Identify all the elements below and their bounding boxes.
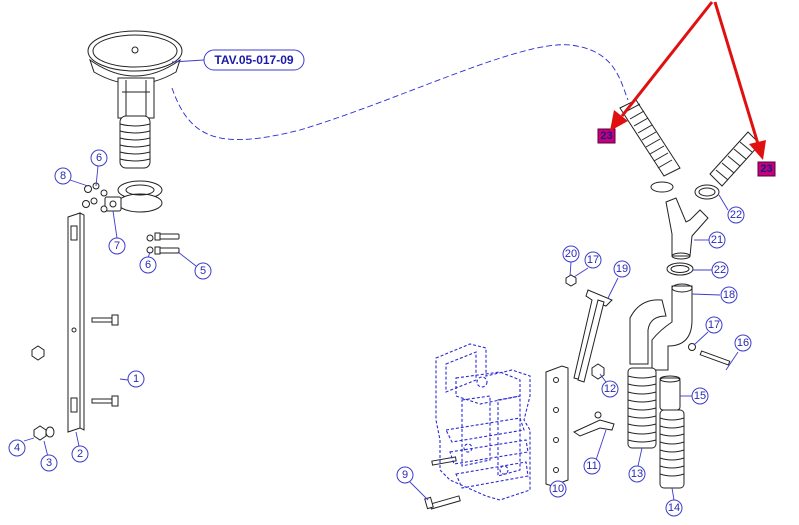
washer-17	[688, 343, 696, 351]
callout-22-lower[interactable]: 22	[711, 261, 729, 279]
drawing-reference-label[interactable]: TAV.05-017-09	[203, 49, 305, 71]
reference-link-line	[171, 44, 629, 140]
arrow-head-left-icon	[610, 110, 628, 131]
clamp-part	[104, 180, 163, 213]
callout-12[interactable]: 12	[601, 380, 619, 398]
callout-2[interactable]: 2	[71, 445, 89, 463]
svg-text:16: 16	[737, 337, 749, 349]
callout-13[interactable]: 13	[628, 465, 646, 483]
callout-17-left[interactable]: 17	[584, 251, 602, 269]
hose-13	[627, 367, 657, 449]
svg-text:7: 7	[114, 240, 120, 252]
leader-lines	[23, 59, 739, 501]
callout-16[interactable]: 16	[734, 334, 752, 352]
bolt-16	[699, 350, 731, 366]
sleeve-15	[659, 377, 681, 411]
lever-part	[572, 411, 615, 437]
svg-text:5: 5	[200, 265, 206, 277]
callout-5[interactable]: 5	[194, 262, 212, 280]
callout-15[interactable]: 15	[691, 387, 709, 405]
svg-text:23: 23	[760, 163, 772, 175]
hood-flex-hose	[119, 115, 151, 169]
highlighted-callout-23-right[interactable]: 23	[757, 161, 776, 177]
svg-text:11: 11	[586, 460, 597, 472]
callout-14[interactable]: 14	[665, 499, 683, 517]
bar-nuts	[31, 345, 55, 441]
arrow-head-right-icon	[749, 140, 766, 160]
svg-text:22: 22	[730, 209, 742, 221]
callout-18[interactable]: 18	[720, 286, 738, 304]
hose-23-right	[709, 131, 761, 187]
svg-text:9: 9	[402, 469, 408, 481]
callout-6-lower[interactable]: 6	[139, 256, 157, 274]
bracket-19	[573, 289, 613, 383]
mounting-bar	[67, 212, 85, 433]
svg-text:17: 17	[587, 254, 599, 266]
svg-text:18: 18	[723, 289, 735, 301]
elbow-connector	[629, 283, 693, 371]
clamp-22-upper	[694, 184, 720, 200]
callout-19[interactable]: 19	[613, 260, 631, 278]
callout-1[interactable]: 1	[127, 370, 145, 388]
drawing-reference-text: TAV.05-017-09	[214, 53, 293, 67]
callout-6-upper[interactable]: 6	[90, 149, 108, 167]
svg-text:23: 23	[600, 130, 612, 142]
bolts-part	[154, 232, 180, 255]
svg-text:4: 4	[14, 442, 20, 454]
frame-assembly	[435, 343, 531, 501]
hose-23-left	[619, 99, 681, 177]
clamp-22-lower	[666, 262, 694, 276]
svg-text:10: 10	[552, 483, 564, 495]
callout-22-upper[interactable]: 22	[727, 206, 745, 224]
highlighted-callout-23-left[interactable]: 23	[597, 128, 616, 144]
svg-text:17: 17	[708, 319, 720, 331]
svg-text:21: 21	[711, 234, 723, 246]
svg-text:15: 15	[694, 390, 706, 402]
hood-assembly	[87, 30, 183, 169]
svg-text:14: 14	[668, 502, 680, 514]
svg-text:20: 20	[565, 248, 577, 260]
sleeve-part	[650, 181, 674, 193]
callout-9[interactable]: 9	[396, 466, 414, 484]
svg-text:1: 1	[133, 373, 139, 385]
mounting-plate	[545, 365, 569, 487]
bolt-9	[424, 456, 461, 510]
svg-text:13: 13	[631, 468, 643, 480]
bar-bolts	[91, 314, 119, 407]
callout-10[interactable]: 10	[549, 480, 567, 498]
nut-20	[565, 274, 577, 287]
callout-7[interactable]: 7	[108, 237, 126, 255]
svg-text:6: 6	[96, 152, 102, 164]
callout-20[interactable]: 20	[562, 245, 580, 263]
svg-text:8: 8	[60, 170, 66, 182]
callout-17-right[interactable]: 17	[705, 316, 723, 334]
svg-text:2: 2	[77, 448, 83, 460]
red-pointer-arrows	[610, 1, 766, 160]
svg-text:3: 3	[46, 457, 52, 469]
callout-4[interactable]: 4	[8, 439, 26, 457]
y-connector	[665, 197, 709, 260]
callout-3[interactable]: 3	[40, 454, 58, 472]
callout-21[interactable]: 21	[708, 231, 726, 249]
svg-text:19: 19	[616, 263, 628, 275]
svg-text:12: 12	[604, 383, 616, 395]
svg-text:6: 6	[145, 259, 151, 271]
callout-8[interactable]: 8	[54, 167, 72, 185]
svg-text:22: 22	[714, 264, 726, 276]
callout-11[interactable]: 11	[583, 457, 601, 475]
hose-14	[659, 409, 685, 489]
